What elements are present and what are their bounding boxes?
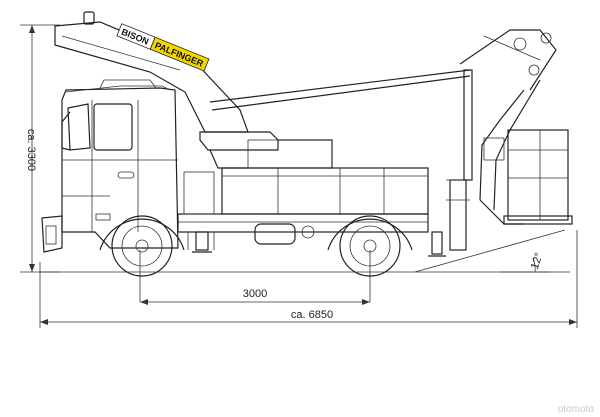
mirror xyxy=(61,111,71,151)
fuel-tank xyxy=(254,223,296,245)
front-wheel xyxy=(99,215,185,277)
crane-turret xyxy=(199,131,333,169)
front-bumper xyxy=(41,215,63,253)
work-basket xyxy=(479,129,573,225)
length-dimension: ca. 6850 xyxy=(39,230,578,328)
storage-boxes xyxy=(221,167,429,215)
side-window xyxy=(93,103,133,151)
length-label: ca. 6850 xyxy=(291,309,333,321)
angle-dimension: 12° xyxy=(414,229,566,273)
truck-cab xyxy=(41,79,179,253)
angle-label: 12° xyxy=(529,251,546,271)
windshield xyxy=(67,103,91,151)
bison-palfinger-logo: BISON PALFINGER xyxy=(116,23,210,72)
brand-yellow-panel xyxy=(149,36,210,72)
door-handle xyxy=(117,171,135,179)
height-dimension: ca. 3300 xyxy=(20,24,60,273)
wheelbase-dimension: 3000 xyxy=(139,250,371,305)
wheelbase-label: 3000 xyxy=(243,288,267,300)
height-label: ca. 3300 xyxy=(25,129,37,171)
watermark: otomoto xyxy=(558,404,595,415)
chassis xyxy=(177,167,470,257)
main-boom xyxy=(54,11,557,211)
rear-wheel xyxy=(327,215,413,277)
